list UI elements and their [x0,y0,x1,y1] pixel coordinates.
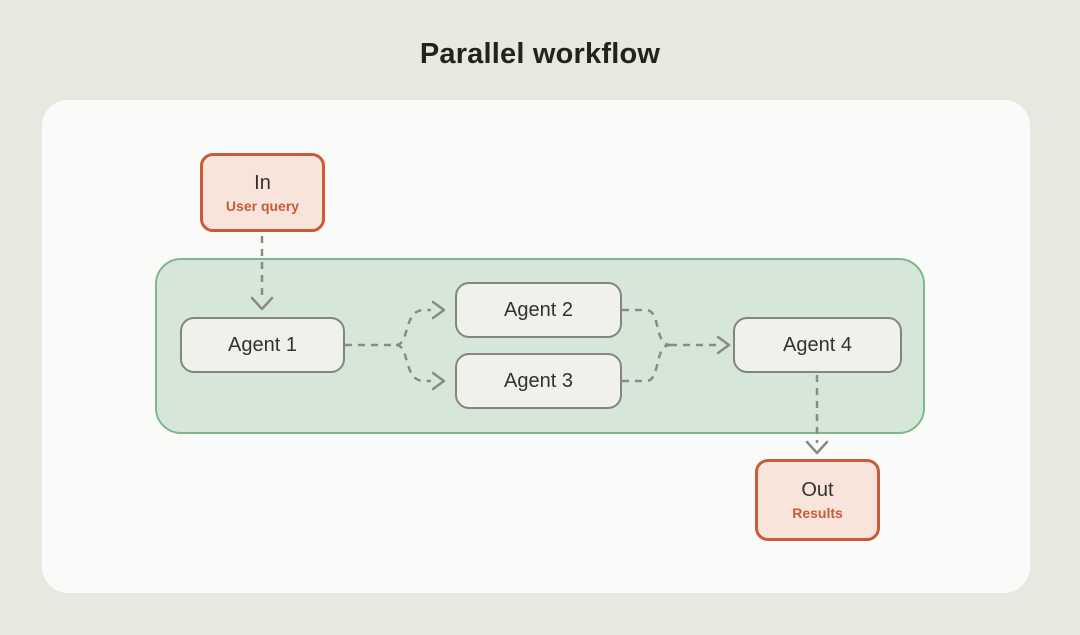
node-out-label: Out [801,479,834,502]
node-out: Out Results [755,459,880,541]
node-agent1-label: Agent 1 [228,334,297,356]
page-title: Parallel workflow [419,38,661,70]
node-agent3-label: Agent 3 [504,370,573,392]
node-in: In User query [200,153,325,232]
node-agent2-label: Agent 2 [504,299,573,321]
node-agent3: Agent 3 [455,353,622,409]
node-agent2: Agent 2 [455,282,622,338]
node-agent4-label: Agent 4 [783,334,852,356]
node-out-sublabel: Results [792,505,843,522]
node-agent4: Agent 4 [733,317,902,373]
node-in-label: In [254,171,271,194]
node-agent1: Agent 1 [180,317,345,373]
node-in-sublabel: User query [225,197,300,214]
